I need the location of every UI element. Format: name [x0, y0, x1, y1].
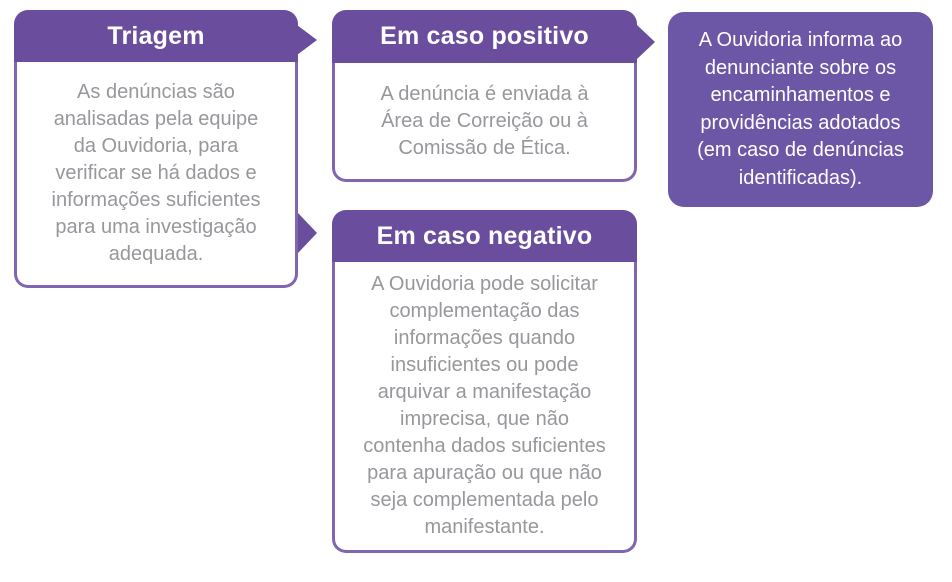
triagem-body: As denúncias são analisadas pela equipe … — [14, 62, 298, 288]
connector-arrow-positivo-to-resultado-icon — [637, 25, 655, 59]
connector-arrow-triagem-to-positivo-icon — [297, 25, 317, 55]
positivo-box: Em caso positivo A denúncia é enviada à … — [332, 10, 655, 182]
negativo-body-text: A Ouvidoria pode solicitar complementaçã… — [363, 273, 606, 538]
positivo-body: A denúncia é enviada à Área de Correição… — [332, 63, 637, 182]
positivo-header: Em caso positivo — [332, 10, 655, 63]
negativo-body: A Ouvidoria pode solicitar complementaçã… — [332, 262, 637, 553]
resultado-box: A Ouvidoria informa ao denunciante sobre… — [668, 12, 933, 207]
triagem-box: Triagem As denúncias são analisadas pela… — [14, 10, 317, 288]
triagem-body-text: As denúncias são analisadas pela equipe … — [51, 81, 261, 265]
connector-arrow-triagem-to-negativo-icon — [298, 213, 317, 253]
negativo-box: Em caso negativo A Ouvidoria pode solici… — [332, 210, 637, 553]
positivo-body-text: A denúncia é enviada à Área de Correição… — [380, 82, 589, 159]
negativo-header: Em caso negativo — [332, 210, 637, 262]
resultado-body-text: A Ouvidoria informa ao denunciante sobre… — [697, 29, 904, 189]
triagem-header: Triagem — [14, 10, 298, 62]
negativo-title: Em caso negativo — [376, 221, 593, 250]
positivo-title: Em caso positivo — [380, 22, 589, 50]
triagem-title: Triagem — [107, 21, 205, 50]
